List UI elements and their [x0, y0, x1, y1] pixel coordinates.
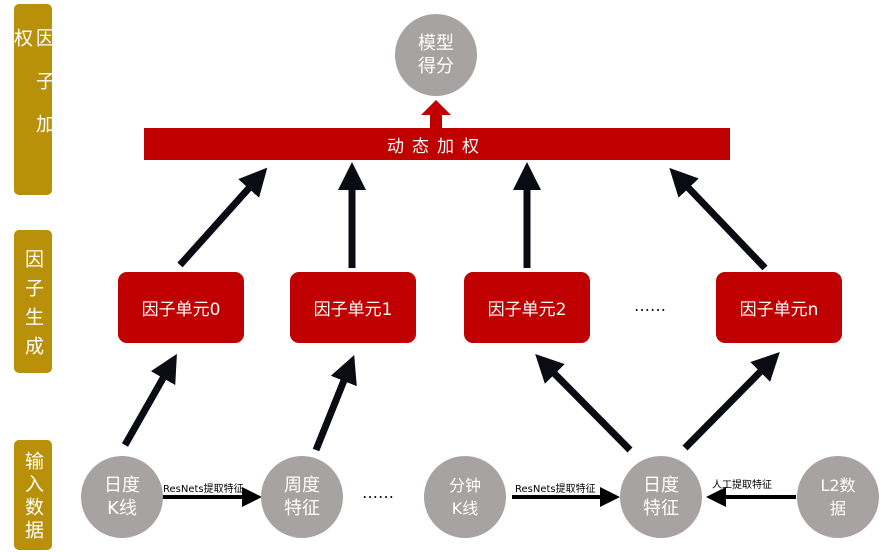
node-line: 特征	[284, 498, 320, 519]
edge-label-resnets-2: ResNets提取特征	[515, 484, 596, 495]
red-up-arrow	[421, 100, 451, 128]
arrow-unitn-to-bar	[669, 167, 768, 271]
arrow-weekly-to-unit1	[312, 355, 357, 452]
factor-unit-1: 因子单元1	[290, 272, 416, 343]
node-line: K线	[107, 498, 137, 519]
node-line: 特征	[643, 498, 679, 519]
node-line: 周度	[284, 475, 320, 496]
model-score-node: 模型 得分	[395, 14, 477, 96]
side-label-text: 输入数据	[22, 451, 44, 543]
side-label-input-data: 输入数据	[14, 440, 52, 550]
input-weekly-features: 周度特征	[261, 456, 343, 538]
arrow-unit0-to-bar	[177, 167, 268, 268]
arrow-daily-feat-to-unit2	[535, 354, 633, 453]
edge-label-manual: 人工提取特征	[712, 480, 772, 491]
side-label-factor-weighting: 因子加权	[11, 4, 55, 195]
node-line: 得分	[418, 56, 454, 77]
inputs-ellipsis: ……	[362, 483, 394, 502]
node-line: K线	[451, 499, 479, 518]
side-label-factor-generation: 因子生成	[14, 230, 52, 373]
factor-unit-n: 因子单元n	[716, 272, 842, 343]
input-minute-kline: 分钟 K线	[424, 456, 506, 538]
input-l2-data: L2数据	[797, 456, 879, 538]
input-daily-features: 日度特征	[620, 456, 702, 538]
side-label-text: 因子生成	[22, 248, 44, 365]
bar-label: 动态加权	[387, 136, 487, 157]
side-label-text: 因子加权	[11, 28, 55, 157]
dynamic-weighting-bar: 动态加权	[144, 128, 730, 160]
node-line: 据	[829, 499, 846, 518]
arrow-daily-k-to-unit0	[121, 353, 177, 447]
node-line: 日度	[104, 475, 140, 496]
unit-label: 因子单元n	[739, 300, 819, 320]
unit-label: 因子单元1	[313, 300, 393, 320]
unit-label: 因子单元0	[141, 300, 221, 320]
factor-unit-2: 因子单元2	[464, 272, 590, 343]
node-line: L2数	[820, 476, 856, 495]
arrow-daily-feat-to-unitn	[682, 352, 780, 451]
node-line: 模型	[418, 33, 454, 54]
factor-unit-0: 因子单元0	[118, 272, 244, 343]
node-line: 分钟	[448, 476, 481, 495]
edge-label-resnets-1: ResNets提取特征	[163, 484, 244, 495]
unit-label: 因子单元2	[487, 300, 567, 320]
units-ellipsis: ……	[634, 296, 666, 315]
node-line: 日度	[643, 475, 679, 496]
